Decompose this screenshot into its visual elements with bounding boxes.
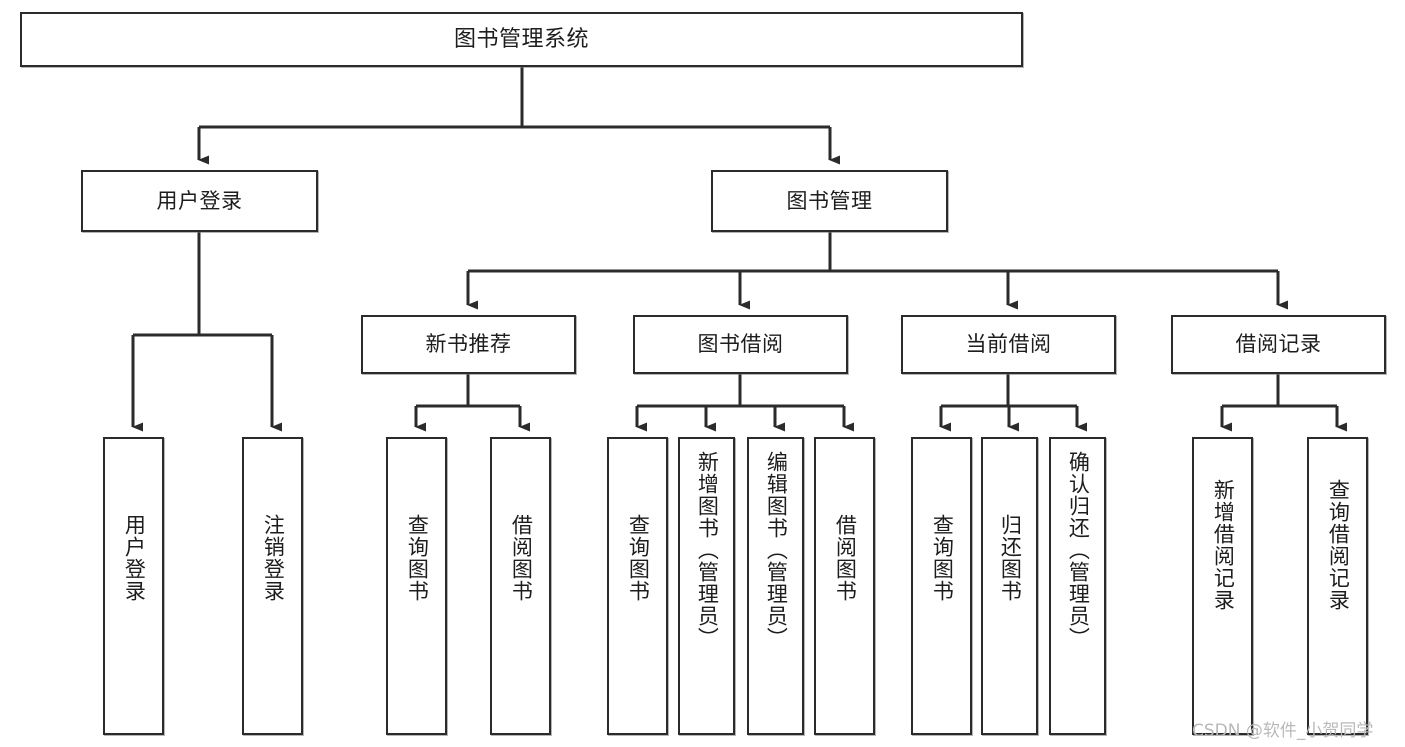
- node-borrow-record[interactable]: 借阅记录: [1171, 315, 1386, 374]
- node-label: 用户登录: [122, 514, 147, 602]
- node-leaf-query-book-current[interactable]: 查询图书: [911, 437, 972, 735]
- node-leaf-borrow-book[interactable]: 借阅图书: [814, 437, 875, 735]
- node-label: 借阅图书: [833, 514, 858, 602]
- node-label: 用户登录: [156, 188, 243, 213]
- csdn-watermark: CSDN @软件_小贺同学: [1192, 721, 1374, 741]
- node-label: 查询图书: [626, 514, 651, 602]
- node-label: 归还图书: [998, 514, 1023, 602]
- node-leaf-query-borrow-record[interactable]: 查询借阅记录: [1307, 437, 1368, 735]
- node-label: 新增图书（管理员）: [695, 451, 720, 649]
- node-label: 查询借阅记录: [1326, 479, 1351, 611]
- node-leaf-logout[interactable]: 注销登录: [242, 437, 303, 735]
- node-label: 编辑图书（管理员）: [764, 451, 789, 649]
- node-book-management[interactable]: 图书管理: [711, 170, 948, 232]
- node-label: 新书推荐: [425, 332, 512, 357]
- node-label: 借阅记录: [1235, 332, 1322, 357]
- node-label: 注销登录: [261, 514, 286, 602]
- node-leaf-add-borrow-record[interactable]: 新增借阅记录: [1192, 437, 1253, 735]
- node-label: 当前借阅: [965, 332, 1052, 357]
- node-leaf-borrow-book-recommend[interactable]: 借阅图书: [490, 437, 551, 735]
- node-label: 图书管理: [786, 188, 873, 213]
- node-leaf-user-login[interactable]: 用户登录: [103, 437, 164, 735]
- node-book-borrow[interactable]: 图书借阅: [633, 315, 848, 374]
- node-root-system[interactable]: 图书管理系统: [20, 12, 1023, 67]
- node-leaf-return-book[interactable]: 归还图书: [981, 437, 1038, 735]
- node-label: 查询图书: [405, 514, 430, 602]
- node-label: 图书管理系统: [453, 26, 589, 52]
- node-user-login[interactable]: 用户登录: [81, 170, 318, 232]
- node-leaf-query-book-recommend[interactable]: 查询图书: [386, 437, 447, 735]
- node-leaf-edit-book-admin[interactable]: 编辑图书（管理员）: [747, 437, 804, 735]
- node-leaf-add-book-admin[interactable]: 新增图书（管理员）: [678, 437, 735, 735]
- node-leaf-confirm-return-admin[interactable]: 确认归还（管理员）: [1049, 437, 1106, 735]
- node-label: 借阅图书: [509, 514, 534, 602]
- node-label: 新增借阅记录: [1211, 479, 1236, 611]
- node-current-borrow[interactable]: 当前借阅: [901, 315, 1116, 374]
- node-label: 确认归还（管理员）: [1066, 451, 1091, 649]
- node-leaf-query-book-borrow[interactable]: 查询图书: [607, 437, 668, 735]
- node-new-book-recommend[interactable]: 新书推荐: [361, 315, 576, 374]
- node-label: 图书借阅: [697, 332, 784, 357]
- node-label: 查询图书: [930, 514, 955, 602]
